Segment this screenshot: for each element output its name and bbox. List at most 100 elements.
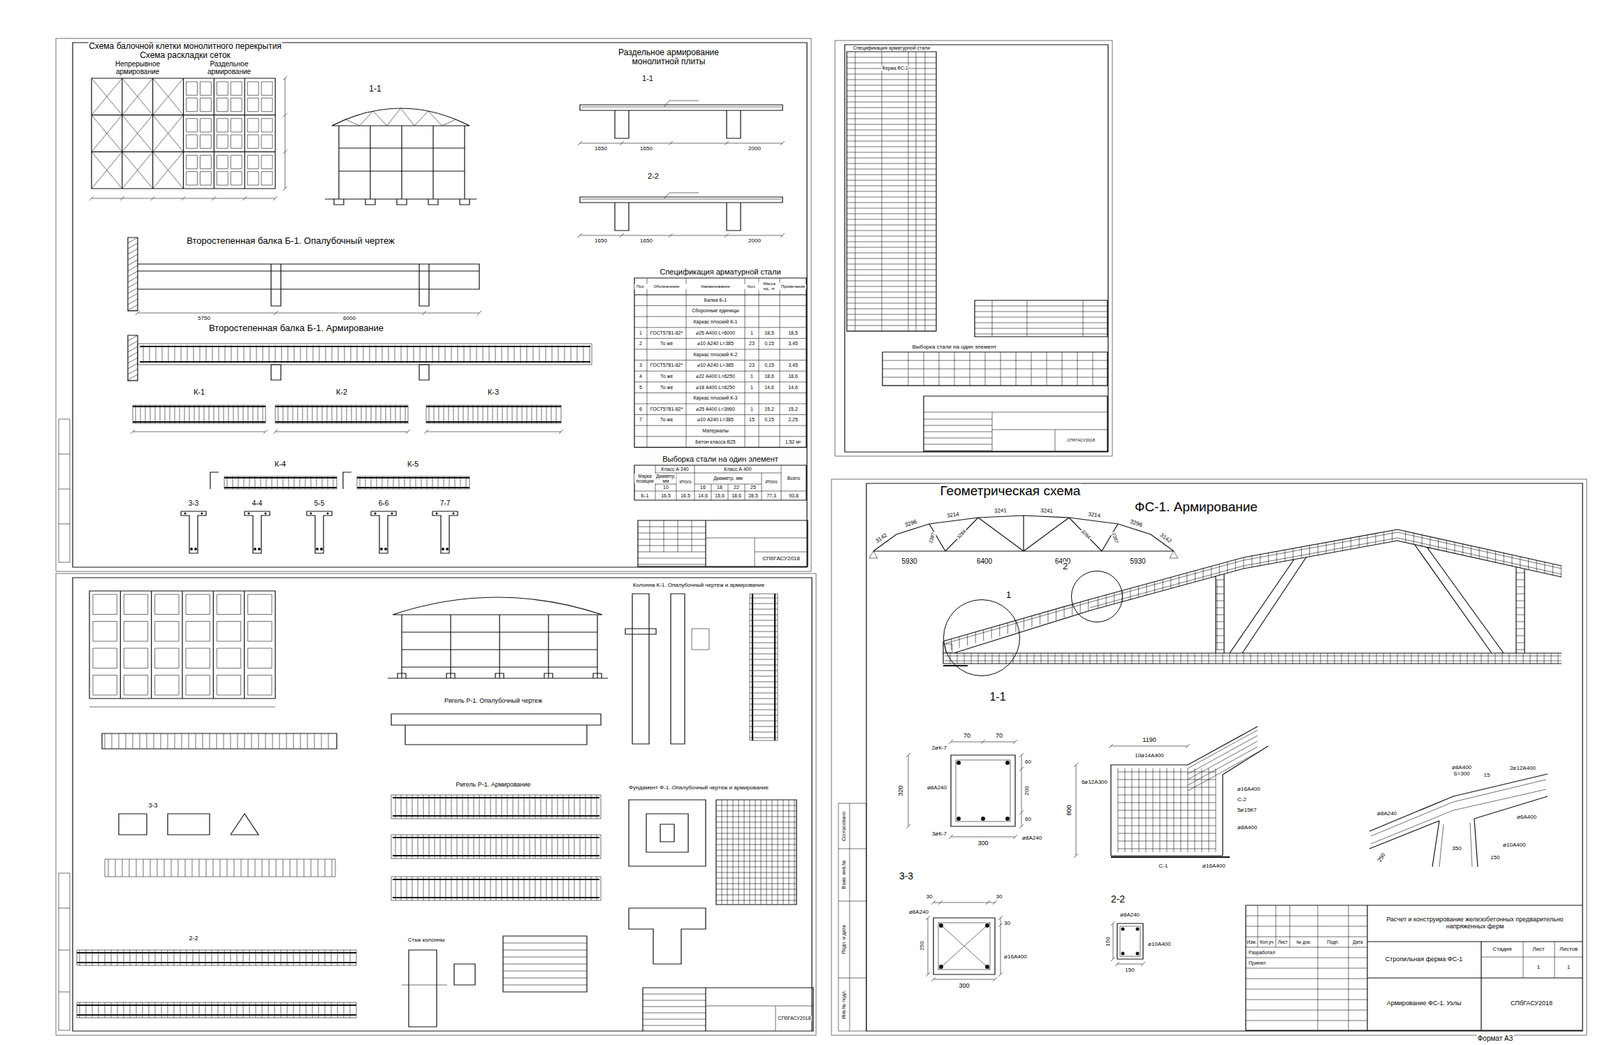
drawing-label: 3-3 xyxy=(187,499,200,508)
drawing-label: Бетон класса В25 xyxy=(694,439,737,446)
drawing-label: 6400 xyxy=(976,557,993,566)
rebar-dot xyxy=(985,964,990,970)
drawing-label: Непрерывное армирование xyxy=(105,60,170,76)
drawing-label: ⌀8А240 xyxy=(1119,912,1141,919)
drawing-label: 93,8 xyxy=(788,493,800,499)
rebar-dot xyxy=(391,512,394,515)
rebar-dot xyxy=(264,512,267,515)
drawing-label: ⌀10А400 xyxy=(1147,941,1172,949)
rebar-dot xyxy=(985,923,990,928)
drawing-label: 300 xyxy=(976,840,989,848)
rebar-dot xyxy=(374,512,377,515)
rebar-dot xyxy=(184,512,187,515)
drawing-label: То же xyxy=(659,384,674,391)
rebar-dot xyxy=(1005,816,1010,821)
drawing-label: Инв.№ подл. xyxy=(841,989,847,1021)
drawing-label: 18,5 xyxy=(787,330,799,337)
drawing-label: 0,15 xyxy=(763,417,775,424)
rebar-dot xyxy=(257,547,261,551)
drawing-label: К-1 xyxy=(192,387,206,397)
drawing-label: ⌀8А240 xyxy=(926,785,948,792)
drawing-label: Выборка стали на один элемент xyxy=(911,344,998,351)
drawing-label: ⌀10 А240 L=385 xyxy=(696,340,735,347)
drawing-label: 16,5 xyxy=(679,493,692,499)
drawing-label: 2⌀К-7 xyxy=(931,745,948,752)
drawing-label: 3142 xyxy=(1158,531,1174,545)
drawing-label: 1650 xyxy=(639,146,654,153)
drawing-label: Поз. xyxy=(634,284,647,290)
drawing-label: Каркас плоский К-1 xyxy=(693,319,739,325)
drawing-label: Схема балочной клетки монолитного перекр… xyxy=(88,41,283,52)
rebar-dot xyxy=(384,547,388,551)
drawing-label: 3241 xyxy=(1039,507,1054,515)
drawing-label: № док. xyxy=(1296,939,1313,945)
rebar-dot xyxy=(452,512,455,515)
drawing-label: Колонна К-1. Опалубочный чертеж и армиро… xyxy=(632,582,766,589)
drawing-label: Масса ед., кг xyxy=(758,281,780,291)
callout-circle: 2 xyxy=(1071,570,1123,623)
rebar-dot xyxy=(315,547,319,551)
drawing-label: Схема раскладки сеток xyxy=(139,51,232,61)
drawing-label: 150 xyxy=(1105,936,1112,947)
rebar-dot xyxy=(939,964,944,970)
drawing-label: ⌀16А400 xyxy=(1201,863,1227,870)
drawing-label: 5750 xyxy=(197,315,212,323)
drawing-label: Спецификация арматурной стали xyxy=(658,267,782,276)
drawing-label: 800 xyxy=(1066,804,1074,817)
drawing-label: 150 xyxy=(1489,855,1501,862)
drawing-label: 28,5 xyxy=(747,493,759,499)
drawing-label: 3-3 xyxy=(147,802,158,810)
drawing-label: 18 xyxy=(716,484,724,491)
drawing-label: 22 xyxy=(732,484,740,491)
drawing-label: 30 xyxy=(1003,920,1012,928)
drawing-label: Стропильная ферма ФС-1 xyxy=(1384,956,1464,964)
drawing-label: ⌀8А240 xyxy=(908,909,930,916)
drawing-label: 320 xyxy=(897,784,905,797)
drawing-label: 300 xyxy=(957,983,970,991)
drawing-label: Лист xyxy=(1531,946,1545,954)
rebar-dot xyxy=(190,547,193,551)
drawing-label: Б-1 xyxy=(640,493,650,499)
drawing-label: К-5 xyxy=(406,459,420,469)
drawing-label: СПбГАСУ2018 xyxy=(1066,438,1096,443)
drawing-label: Класс А 400 xyxy=(723,466,752,473)
drawing-label: 6000 xyxy=(342,315,357,323)
drawing-label: 23 xyxy=(748,340,756,347)
outline-lines xyxy=(72,42,1583,1032)
drawing-label: ⌀25 А400 L=6000 xyxy=(695,330,736,337)
drawing-label: 2000 xyxy=(747,238,762,245)
rebar-dot xyxy=(248,512,251,515)
drawing-label: Спецификация арматурной стали xyxy=(852,45,931,52)
drawing-label: Кол. xyxy=(744,284,759,290)
drawing-label: 3142 xyxy=(874,531,889,545)
drawing-label: 250 xyxy=(919,940,926,951)
drawing-label: 3241 xyxy=(993,507,1008,515)
drawing-label: 10 xyxy=(662,484,670,491)
drawing-label: 3,45 xyxy=(787,363,799,369)
drawing-label: Взам. инв.№ xyxy=(841,859,847,890)
drawing-label: 14,6 xyxy=(697,493,709,499)
drawing-label: Каркас плоский К-2 xyxy=(693,352,739,358)
drawing-label: ⌀22 А400 L=6250 xyxy=(695,373,736,380)
drawing-label: Принял xyxy=(1247,960,1267,967)
drawing-label: ⌀18 А400 L=6250 xyxy=(695,384,736,391)
drawing-label: СПбГАСУ2018 xyxy=(761,556,800,563)
rebar-dot xyxy=(441,547,445,551)
drawing-label: 77,3 xyxy=(765,493,777,499)
drawing-label: 1 xyxy=(1536,964,1541,972)
drawing-label: 6-6 xyxy=(377,499,390,508)
drawing-label: Стык колонны xyxy=(407,937,446,944)
rebar-dot xyxy=(445,547,449,551)
rebar-dot xyxy=(435,512,439,515)
drawing-label: То же xyxy=(659,340,674,347)
drawing-label: СПбГАСУ2018 xyxy=(1509,1000,1554,1008)
drawing-label: 6 xyxy=(638,406,643,413)
drawing-label: Ригель Р-1. Армирование xyxy=(454,781,532,789)
drawing-label: Второстепенная балка Б-1. Армирование xyxy=(208,323,385,334)
drawing-label: ⌀8А400 xyxy=(1236,825,1258,832)
drawing-label: Лист xyxy=(1277,939,1289,945)
drawing-label: 0,15 xyxy=(763,363,775,369)
drawing-label: Итого xyxy=(678,479,692,485)
drawing-label: Кол.уч xyxy=(1259,939,1275,945)
